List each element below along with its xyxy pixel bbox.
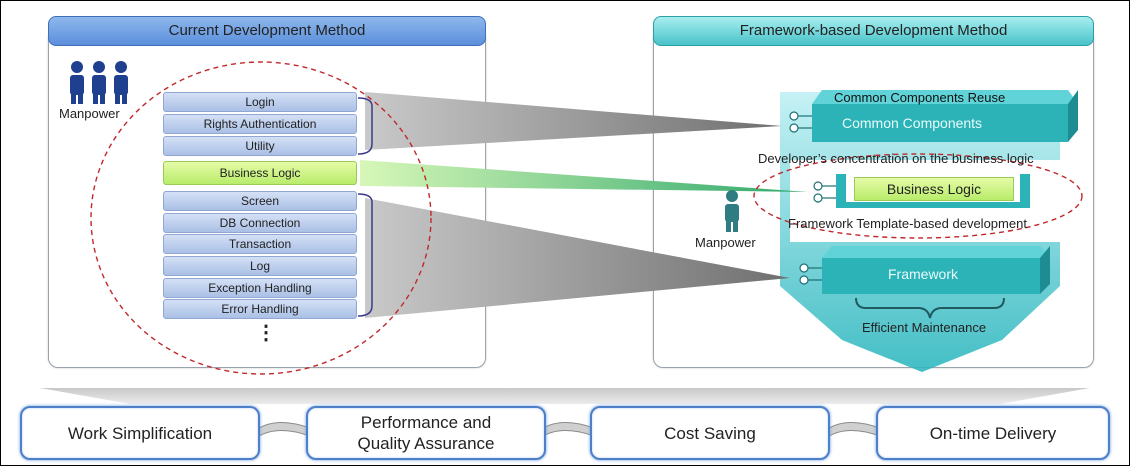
benefit-cost-saving: Cost Saving [590, 406, 830, 460]
beam-common [365, 92, 782, 150]
connector-3 [825, 422, 881, 439]
concentration-text: Developer’s concentration on the busines… [758, 151, 1034, 166]
item-transaction: Transaction [163, 234, 357, 254]
item-screen: Screen [163, 191, 357, 211]
right-business-logic-label: Business Logic [854, 177, 1014, 201]
template-text: Framework Template-based development [788, 216, 1027, 231]
item-log: Log [163, 256, 357, 276]
right-panel-title: Framework-based Development Method [653, 16, 1094, 46]
item-error-handling: Error Handling [163, 299, 357, 319]
maintenance-label: Efficient Maintenance [862, 320, 987, 335]
bottom-brace [357, 193, 373, 317]
manpower-group-icon [70, 61, 128, 104]
common-reuse-label: Common Components Reuse [834, 90, 1006, 105]
left-manpower-label: Manpower [59, 106, 120, 121]
connector-1 [255, 422, 311, 439]
framework-box [822, 246, 1050, 294]
base-band [40, 388, 1090, 404]
right-manpower-label: Manpower [695, 235, 756, 250]
item-business-logic: Business Logic [163, 161, 357, 185]
benefit-performance-quality: Performance and Quality Assurance [306, 406, 546, 460]
left-panel-title: Current Development Method [48, 16, 486, 46]
beam-business-logic [360, 160, 808, 192]
framework-label: Framework [888, 266, 959, 282]
benefit-work-simplification: Work Simplification [20, 406, 260, 460]
item-exception-handling: Exception Handling [163, 278, 357, 298]
item-db-connection: DB Connection [163, 213, 357, 233]
ellipsis: ⋮ [256, 322, 276, 344]
benefit-on-time-delivery: On-time Delivery [876, 406, 1110, 460]
item-utility: Utility [163, 136, 357, 156]
connector-2 [539, 422, 595, 439]
business-logic-connector-icon [813, 181, 836, 203]
common-components-box [812, 90, 1078, 142]
benefit-performance-quality-text: Performance and Quality Assurance [357, 413, 495, 453]
framework-connector-icon [799, 263, 822, 285]
common-connector-icon [789, 111, 812, 133]
top-brace [357, 97, 373, 155]
item-login: Login [163, 92, 357, 112]
common-components-label: Common Components [842, 115, 983, 131]
right-dashed-ellipse [753, 153, 1083, 239]
maintenance-brace [855, 297, 1005, 319]
manpower-person-icon [725, 190, 739, 232]
left-dashed-ellipse [90, 61, 432, 375]
item-rights-authentication: Rights Authentication [163, 114, 357, 134]
beam-framework [365, 198, 790, 318]
